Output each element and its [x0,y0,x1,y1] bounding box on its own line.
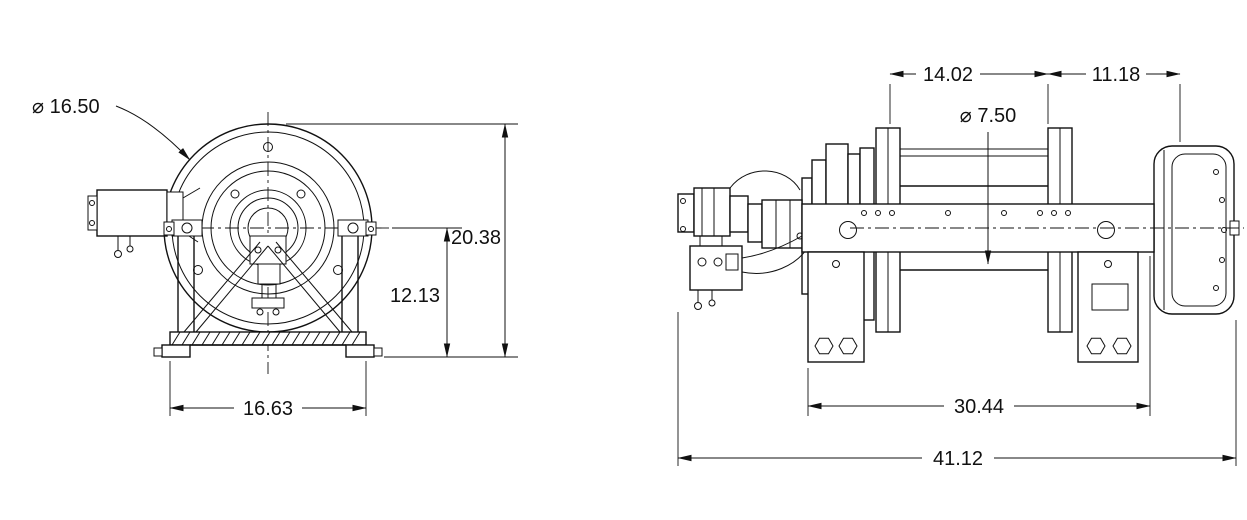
dim-base-width-label: 16.63 [243,398,293,420]
dim-overall-length: 41.12 [677,312,1237,470]
dim-overall-length-label: 41.12 [933,448,983,470]
dim-barrel-diameter: ⌀ 7.50 [960,105,1017,265]
side-base [153,331,383,358]
side-view-dimensions: ⌀ 16.50 20.38 12.13 16.63 [32,96,518,420]
front-motor-assembly [677,170,807,310]
hub-valve-assembly [249,235,287,316]
dim-mount-width: 30.44 [807,256,1151,418]
front-view-dimensions: 14.02 11.18 ⌀ 7.50 30.44 41.12 [677,64,1237,470]
dim-centerline-height-label: 12.13 [390,285,440,307]
side-frame [163,219,377,333]
dim-flange-diameter: ⌀ 16.50 [32,96,191,161]
hex-bolt [1112,337,1132,355]
dim-barrel-diameter-label: ⌀ 7.50 [960,105,1017,127]
brake-housing [1153,145,1240,315]
dim-brake-end-length: 11.18 [1047,64,1181,142]
front-view [677,127,1244,363]
dim-mount-width-label: 30.44 [954,396,1004,418]
side-view [87,112,392,374]
dim-overall-height: 20.38 [286,123,518,358]
dim-overall-height-label: 20.38 [451,227,501,249]
dim-brake-end-length-label: 11.18 [1092,64,1141,86]
dim-base-width: 16.63 [169,361,367,420]
hex-bolt [814,337,834,355]
right-mount-bracket [1077,251,1139,363]
dim-centerline-height: 12.13 [390,227,462,358]
hex-bolt [838,337,858,355]
dim-drum-length: 14.02 [889,64,1049,124]
hex-bolt [1086,337,1106,355]
dim-flange-diameter-label: ⌀ 16.50 [32,96,100,118]
hydraulic-hose [741,249,807,274]
drum-barrel [900,148,1048,271]
dim-drum-length-label: 14.02 [923,64,973,86]
left-mount-bracket [807,251,865,363]
